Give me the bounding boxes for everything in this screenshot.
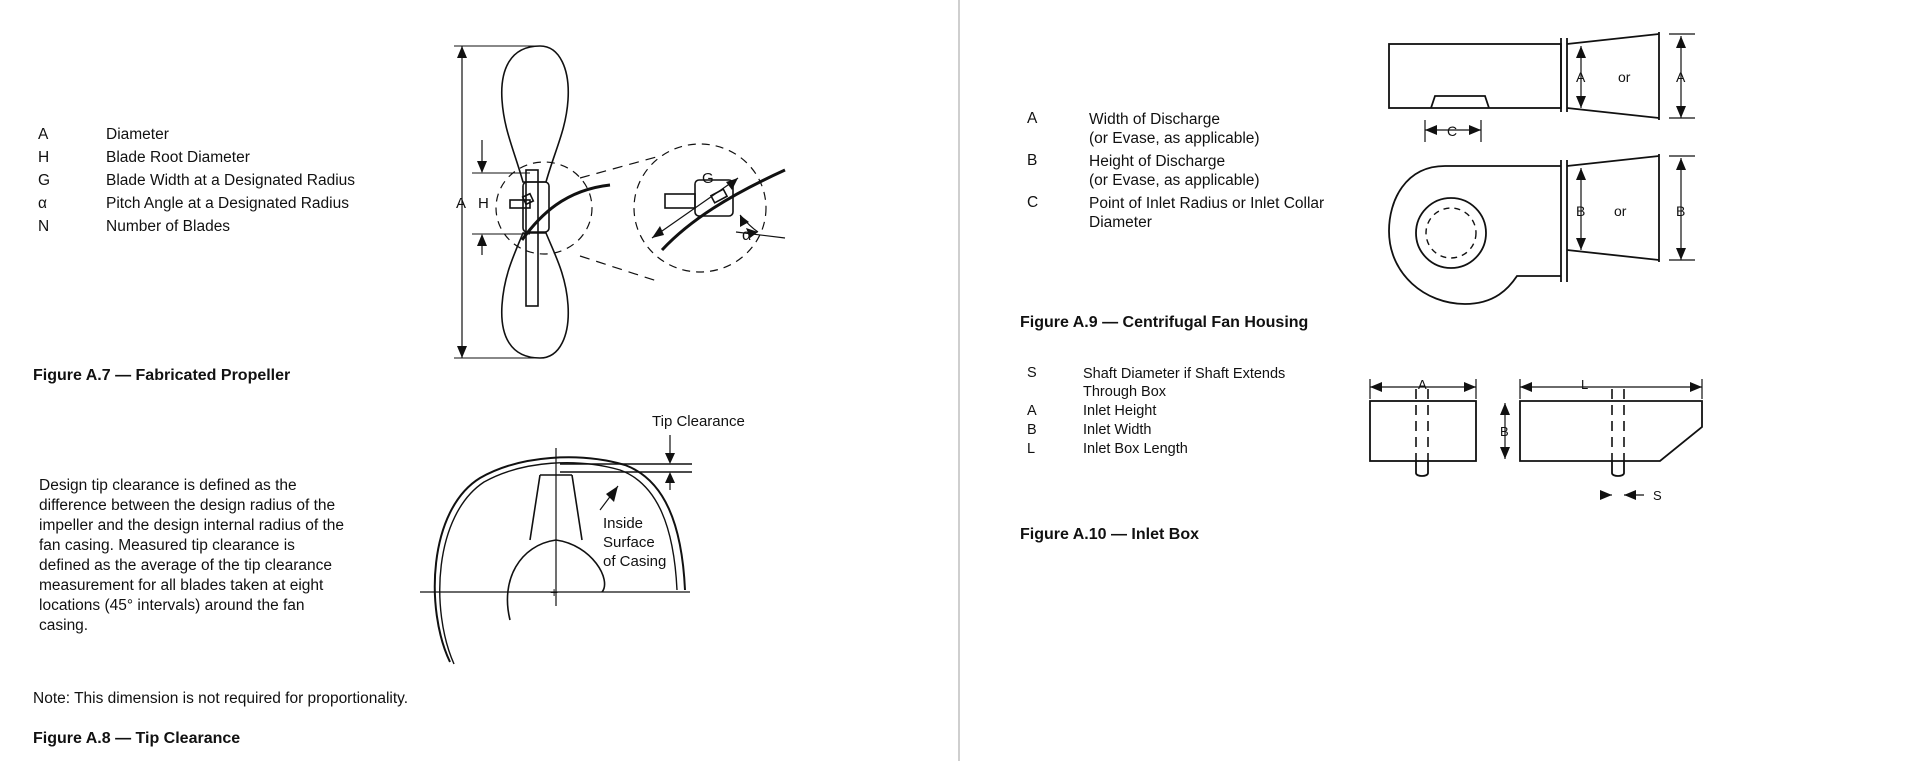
legend-text: Shaft Diameter if Shaft Extends Through … [1083,365,1285,401]
legend-row: S Shaft Diameter if Shaft Extends Throug… [1027,365,1367,403]
tip-clearance-drawing: + Tip Clearance Inside Surface of Casing [420,413,745,665]
legend-symbol: H [38,149,50,166]
legend-text: Number of Blades [106,218,231,235]
legend-symbol: G [38,172,51,189]
legend-symbol: A [38,126,49,143]
dimension-label-g: G [702,170,714,187]
legend-text-line: (or Evase, as applicable) [1089,172,1260,189]
inlet-box-legend: S Shaft Diameter if Shaft Extends Throug… [1027,365,1367,460]
legend-row: A Width of Discharge (or Evase, as appli… [1027,110,1367,152]
or-label: or [1614,203,1627,219]
legend-row: A Inlet Height [1027,403,1367,422]
legend-symbol: C [1027,194,1039,211]
dimension-label-a: A [1418,377,1427,392]
legend-symbol: B [1027,422,1037,438]
legend-text-line: Shaft Diameter if Shaft Extends [1083,366,1286,382]
inlet-box-drawing: A B L S [1369,377,1703,503]
figure-a10-caption: Figure A.10 — Inlet Box [1020,526,1199,543]
page-divider [958,0,960,761]
legend-text: Width of Discharge (or Evase, as applica… [1089,110,1260,148]
dimension-label-c: C [1447,123,1457,139]
propeller-legend: A Diameter H Blade Root Diameter G Blade… [38,126,418,241]
legend-symbol: α [38,195,47,212]
fan-housing-legend: A Width of Discharge (or Evase, as appli… [1027,110,1367,236]
legend-row: L Inlet Box Length [1027,441,1367,460]
legend-symbol: N [38,218,50,235]
dimension-label-a: A [456,195,466,212]
legend-symbol: B [1027,152,1038,169]
legend-text-line: Through Box [1083,384,1167,400]
fan-housing-drawing: A or A C B or B [1388,32,1695,305]
dimension-label-alpha: α [742,227,751,244]
legend-symbol: A [1027,110,1038,127]
legend-text: Inlet Width [1083,422,1152,438]
legend-row: C Point of Inlet Radius or Inlet Collar … [1027,194,1367,236]
figure-a8-caption: Figure A.8 — Tip Clearance [33,730,241,747]
legend-symbol: L [1027,441,1036,457]
legend-symbol: S [1027,365,1037,381]
right-page: A Width of Discharge (or Evase, as appli… [960,0,1918,761]
legend-row: B Height of Discharge (or Evase, as appl… [1027,152,1367,194]
center-mark: + [550,584,558,600]
legend-text: Height of Discharge (or Evase, as applic… [1089,152,1260,190]
legend-text-line: (or Evase, as applicable) [1089,130,1260,147]
legend-text: Blade Root Diameter [106,149,250,166]
legend-row: H Blade Root Diameter [38,149,418,172]
dimension-label-h: H [478,195,489,212]
inside-surface-label-line1: Inside [603,515,643,532]
legend-text: Inlet Height [1083,403,1157,419]
legend-text-line: Point of Inlet Radius or Inlet Collar [1089,195,1325,212]
legend-row: A Diameter [38,126,418,149]
inside-surface-label-line3: of Casing [603,553,666,570]
dimension-label-a: A [1676,69,1686,85]
legend-symbol: A [1027,403,1037,419]
legend-text: Pitch Angle at a Designated Radius [106,195,349,212]
dimension-label-s: S [1653,488,1662,503]
or-label: or [1618,69,1631,85]
figure-a7-caption: Figure A.7 — Fabricated Propeller [33,367,291,384]
legend-text: Point of Inlet Radius or Inlet Collar Di… [1089,194,1324,232]
left-page: A Diameter H Blade Root Diameter G Blade… [0,0,958,761]
legend-text-line: Diameter [1089,214,1152,231]
dimension-label-b: B [1576,203,1585,219]
legend-text: Inlet Box Length [1083,441,1188,457]
legend-text: Blade Width at a Designated Radius [106,172,356,189]
dimension-label-b: B [1676,203,1685,219]
legend-row: α Pitch Angle at a Designated Radius [38,195,418,218]
legend-text-line: Width of Discharge [1089,111,1220,128]
proportionality-note: Note: This dimension is not required for… [33,690,409,707]
dimension-label-b: B [1500,424,1509,439]
propeller-drawing: A H G α [454,45,786,359]
legend-text: Diameter [106,126,169,143]
legend-row: N Number of Blades [38,218,418,241]
dimension-label-l: L [1581,377,1588,392]
inside-surface-label-line2: Surface [603,534,655,551]
legend-row: G Blade Width at a Designated Radius [38,172,418,195]
tip-clearance-definition: Design tip clearance is defined as the d… [39,477,345,634]
legend-text-line: Height of Discharge [1089,153,1226,170]
dimension-label-a: A [1576,69,1586,85]
legend-row: B Inlet Width [1027,422,1367,441]
figure-a9-caption: Figure A.9 — Centrifugal Fan Housing [1020,314,1309,331]
tip-clearance-label: Tip Clearance [652,413,745,430]
